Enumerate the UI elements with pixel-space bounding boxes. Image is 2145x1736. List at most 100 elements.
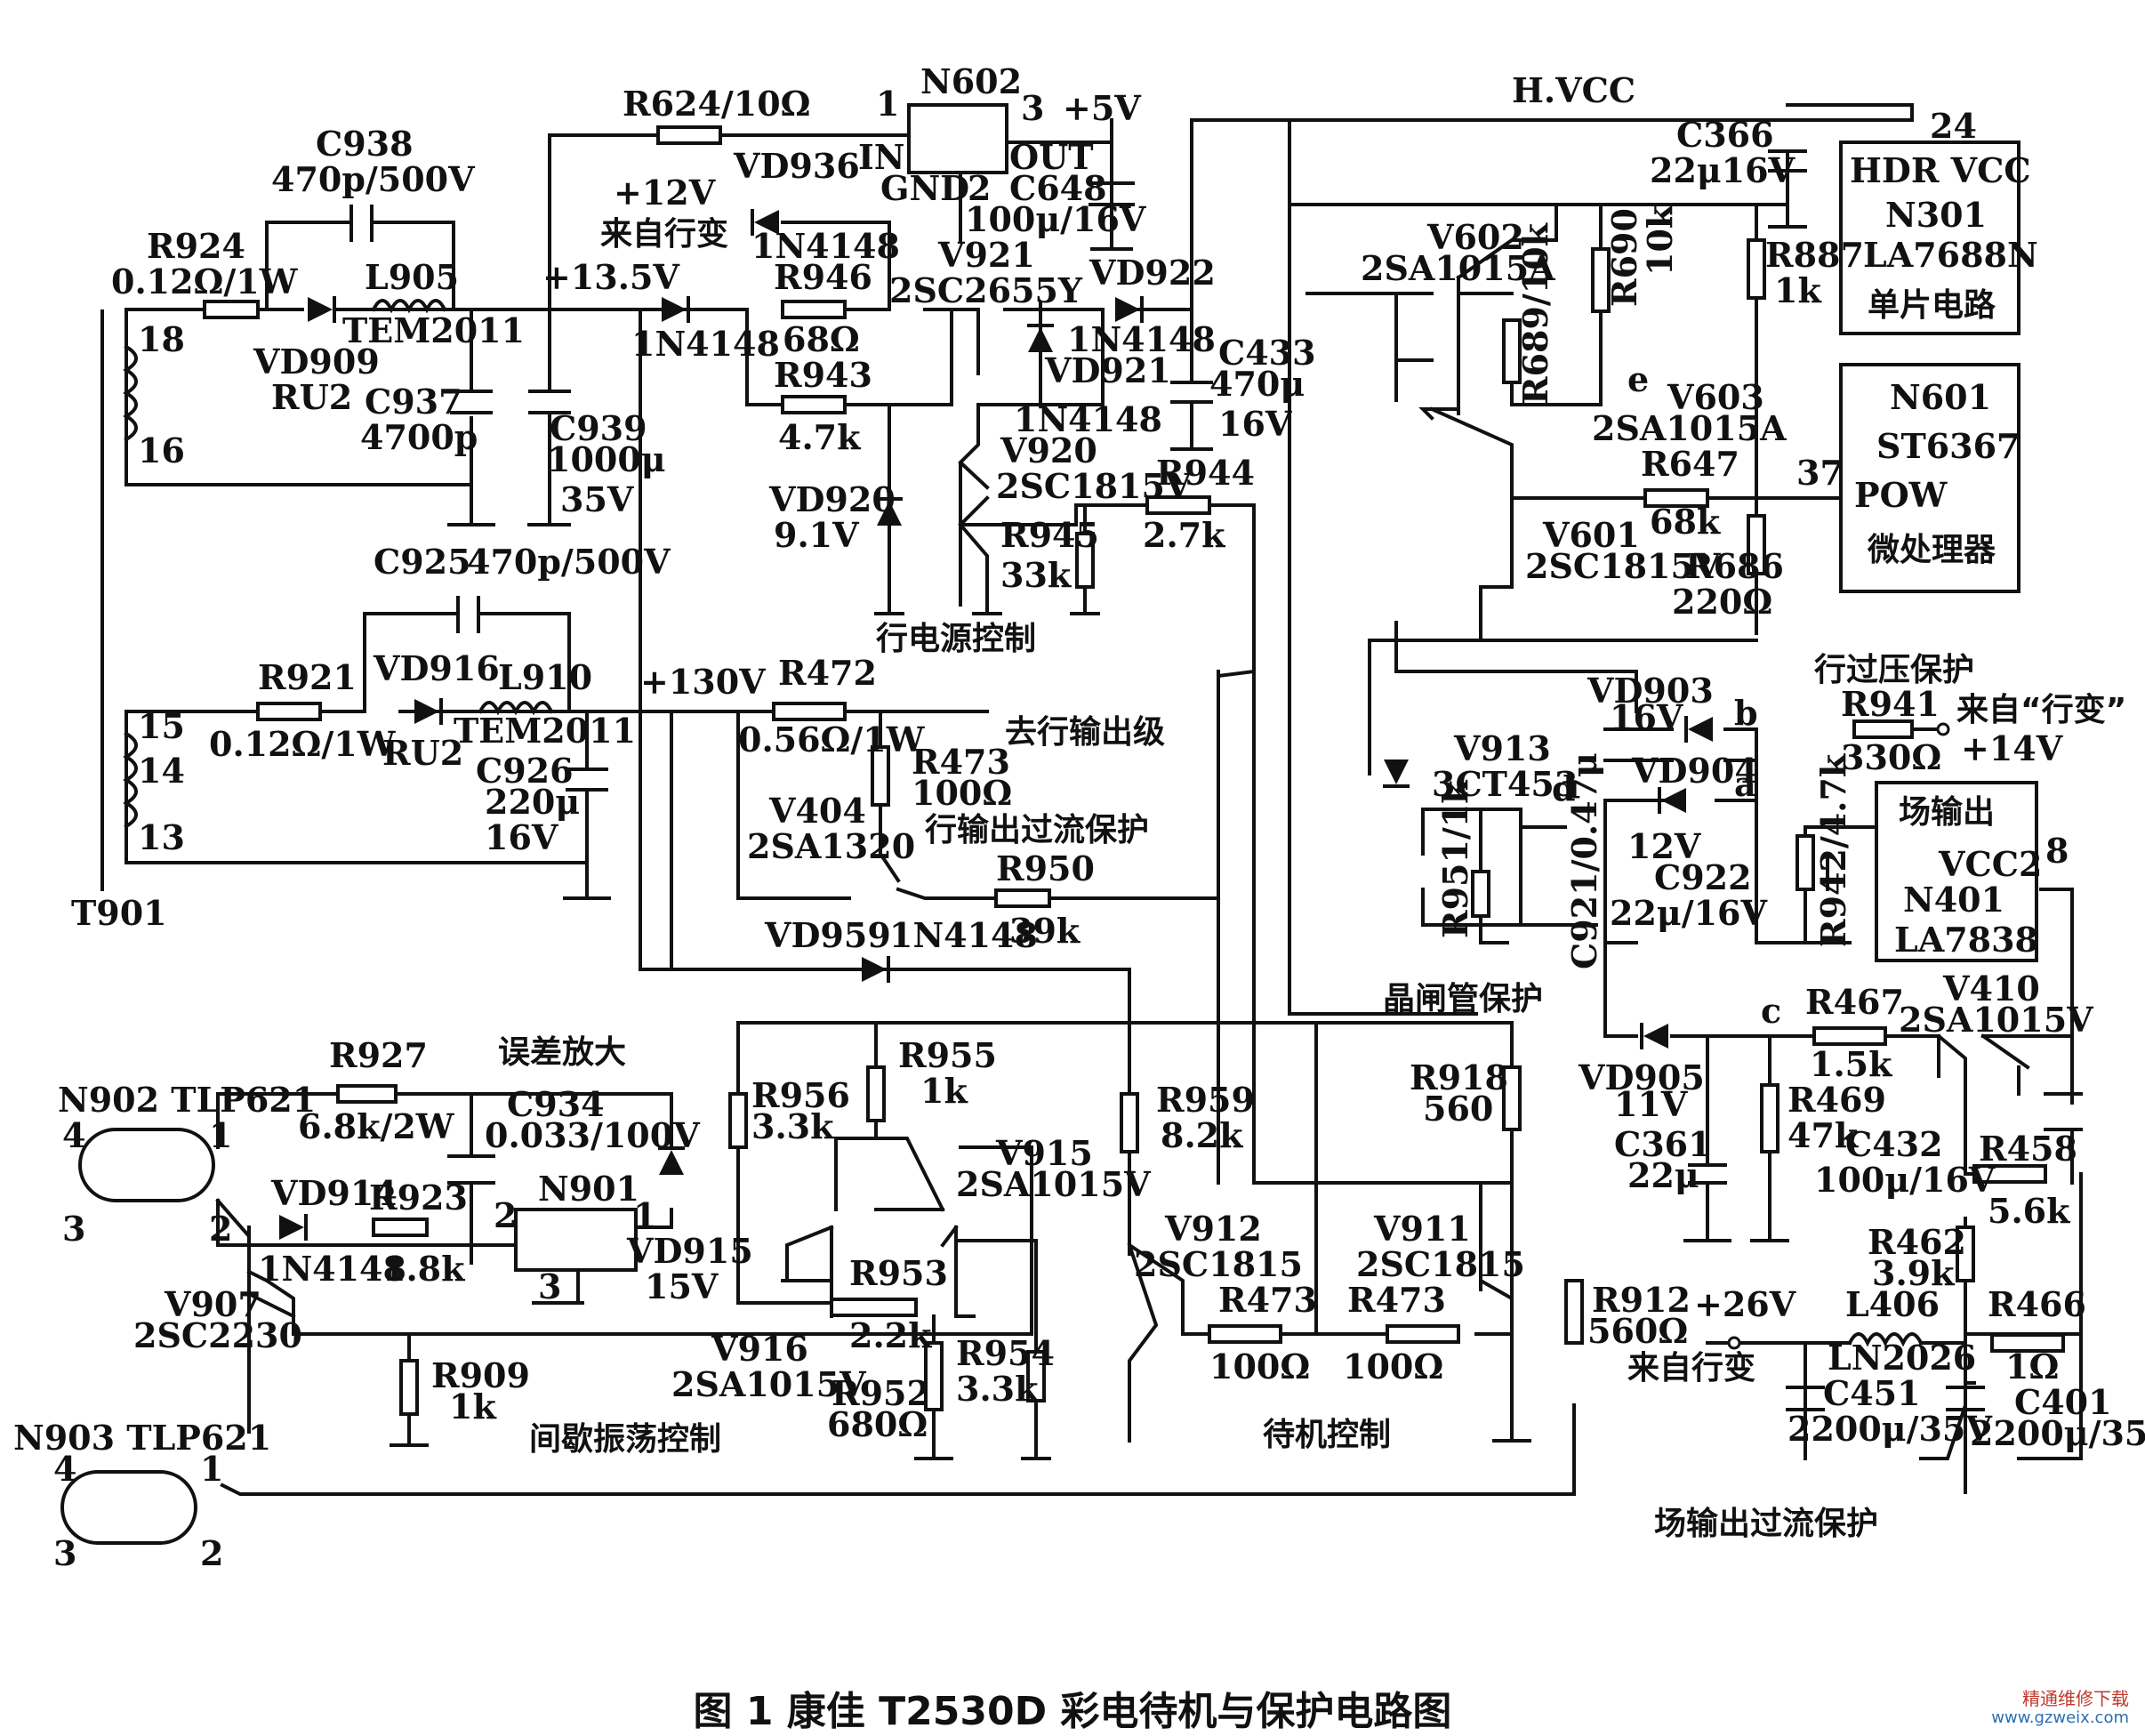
label-vd904: VD904 (1631, 751, 1758, 791)
resistor-r473-b (1208, 1324, 1282, 1344)
resistor-r942 (1796, 834, 1815, 891)
label-n903-3: 3 (53, 1533, 76, 1573)
label-r909: R909 (431, 1355, 530, 1395)
label-r887: R887 (1765, 235, 1864, 275)
label-tem2011a: TEM2011 (342, 310, 525, 350)
label-c401: C401 (2014, 1382, 2112, 1422)
label-vd920v: 9.1V (774, 515, 860, 555)
resistor-r473-a (871, 745, 890, 807)
label-5v: +5V (1063, 88, 1142, 128)
resistor-r954 (1026, 1350, 1046, 1402)
label-r921v: 0.12Ω/1W (209, 724, 397, 764)
label-v410: V410 (1942, 968, 2040, 1009)
label-r912v: 560Ω (1587, 1311, 1688, 1351)
label-r942: R942/4.7k (1813, 753, 1853, 947)
resistor-r458 (1972, 1164, 2047, 1184)
label-r462v: 3.9k (1872, 1253, 1955, 1293)
label-c: c (1761, 991, 1781, 1031)
label-thy: 晶闸管保护 (1383, 981, 1543, 1017)
label-r955v: 1k (920, 1071, 968, 1111)
label-r951: R951/1k (1435, 780, 1475, 938)
resistor-r624 (656, 125, 722, 145)
label-c939: C939 (550, 408, 647, 448)
label-2sa1015c: 2SA1015V (956, 1164, 1152, 1204)
resistor-r647 (1643, 488, 1709, 508)
label-r473cv: 100Ω (1343, 1346, 1443, 1386)
label-v920: V920 (1000, 430, 1097, 470)
resistor-r950 (994, 888, 1051, 908)
label-from-hb2: 来自“行变” (1956, 691, 2126, 728)
label-r959: R959 (1156, 1080, 1255, 1120)
label-c938v: 470p/500V (271, 159, 476, 199)
label-r473b: R473 (1218, 1280, 1317, 1320)
resistor-r923 (372, 1218, 429, 1237)
label-r959v: 8.2k (1161, 1115, 1243, 1155)
label-r473c: R473 (1347, 1280, 1446, 1320)
label-r473av: 100Ω (912, 773, 1012, 813)
scr-v913 (1381, 758, 1411, 788)
label-n901-3: 3 (538, 1266, 561, 1306)
diode-vd916 (413, 696, 443, 727)
label-n902-1: 1 (209, 1115, 232, 1155)
label-n902-4: 4 (62, 1115, 85, 1155)
label-r953: R953 (849, 1253, 948, 1293)
label-130v: +130V (640, 662, 767, 702)
label-c921: C921/0.47μ (1564, 752, 1604, 969)
label-vd903: VD903 (1587, 671, 1714, 711)
label-l910: L910 (498, 657, 592, 697)
label-c401v: 2200μ/35V (1970, 1413, 2145, 1453)
label-n602-out: OUT (1009, 137, 1094, 177)
label-v912: V912 (1164, 1209, 1262, 1249)
label-n903-1: 1 (200, 1449, 223, 1489)
label-n903: N903 TLP621 (13, 1418, 271, 1458)
label-r686: R686 (1685, 546, 1784, 586)
label-c451v: 2200μ/35V (1788, 1409, 1993, 1449)
label-v602: V602 (1426, 217, 1524, 257)
label-n602-1: 1 (876, 84, 899, 124)
resistor-r945 (1075, 532, 1095, 589)
label-pin18: 18 (138, 319, 185, 359)
label-r955: R955 (898, 1035, 997, 1075)
label-hvcc: H.VCC (1512, 70, 1635, 110)
label-r624: R624/10Ω (623, 84, 811, 124)
label-t901: T901 (71, 893, 167, 933)
label-r469: R469 (1788, 1080, 1886, 1120)
label-r647: R647 (1641, 444, 1739, 484)
label-r923: R923 (369, 1177, 468, 1218)
label-c926: C926 (476, 751, 574, 791)
figure-caption: 图 1 康佳 T2530D 彩电待机与保护电路图 (693, 1689, 1452, 1734)
label-pin16: 16 (138, 430, 185, 470)
label-c937: C937 (365, 382, 462, 422)
label-1n4148b: 1N4148 (1067, 319, 1216, 359)
label-r952v: 680Ω (827, 1404, 928, 1444)
label-r943: R943 (774, 355, 872, 395)
resistor-r473-c (1386, 1324, 1460, 1344)
components (60, 125, 2065, 1545)
label-2sc2230: 2SC2230 (133, 1315, 302, 1355)
label-r921: R921 (258, 657, 357, 697)
resistor-r944 (1145, 495, 1211, 515)
label-vd905v: 11V (1614, 1084, 1689, 1124)
label-hovp: 行过压保护 (1814, 652, 1974, 688)
label-hpc: 行电源控制 (876, 621, 1036, 657)
label-r941v: 330Ω (1841, 737, 1941, 777)
ic-n401 (1875, 781, 2038, 962)
label-r467v: 1.5k (1810, 1044, 1892, 1084)
ic-n901 (514, 1208, 638, 1272)
label-8: 8 (2045, 831, 2069, 871)
label-r473a: R473 (912, 742, 1010, 782)
label-vd916: VD916 (373, 648, 500, 688)
label-26v: +26V (1694, 1284, 1797, 1324)
resistor-r953 (830, 1298, 918, 1317)
label-vout: 场输出 (1899, 794, 1995, 831)
label-r690v: 10k (1640, 205, 1680, 276)
resistor-r956 (728, 1092, 748, 1149)
label-1n4148d: 1N4148 (1014, 399, 1162, 439)
label-n601: N601 (1890, 377, 1991, 417)
resistor-r686 (1747, 514, 1766, 575)
label-r887v: 1k (1774, 270, 1821, 310)
resistor-r909 (399, 1359, 419, 1416)
label-r950v: 39k (1009, 911, 1081, 951)
resistor-r941 (1852, 719, 1914, 739)
label-n602: N602 (920, 61, 1022, 101)
